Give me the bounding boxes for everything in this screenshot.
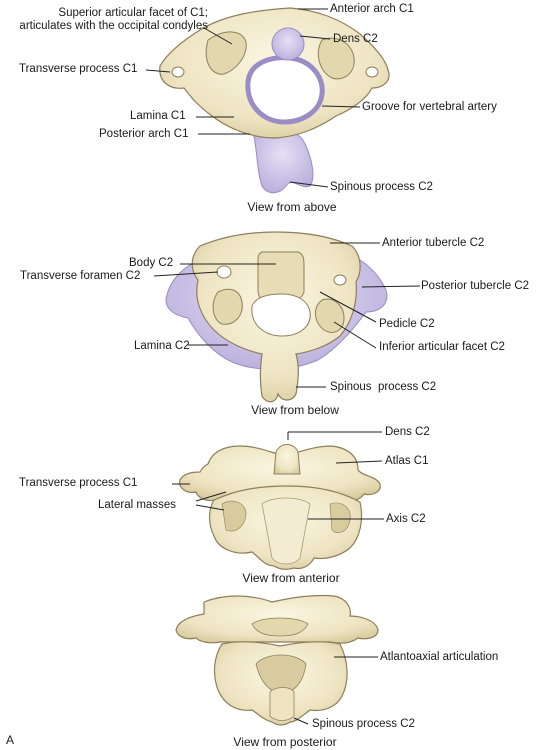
label-atlas-c1: Atlas C1 <box>385 455 429 467</box>
vertebral-foramen-below <box>251 293 311 337</box>
label-anterior-arch-c1: Anterior arch C1 <box>330 3 414 15</box>
label-transverse-foramen-c2: Transverse foramen C2 <box>20 270 141 282</box>
label-superior-articular-facet-line1: Superior articular facet of C1; <box>58 7 208 19</box>
view-from-above-drawing <box>159 7 390 194</box>
label-posterior-arch-c1: Posterior arch C1 <box>99 128 189 140</box>
superior-articular-facet-right <box>317 37 355 80</box>
caption-view-from-above: View from above <box>247 200 337 214</box>
label-atlantoaxial-articulation: Atlantoaxial articulation <box>380 651 499 663</box>
view-from-posterior-drawing <box>175 594 379 726</box>
view-from-below-drawing <box>165 231 388 403</box>
label-transverse-process-c1-above: Transverse process C1 <box>19 63 138 75</box>
caption-view-from-anterior: View from anterior <box>242 571 340 585</box>
spinous-process-c2-posterior <box>269 687 295 721</box>
lateral-mass-right <box>329 502 351 533</box>
label-groove-vertebral-artery: Groove for vertebral artery <box>362 101 497 113</box>
label-axis-c2: Axis C2 <box>386 513 426 525</box>
dens-anterior-shape <box>273 444 301 475</box>
label-posterior-tubercle-c2: Posterior tubercle C2 <box>421 280 530 292</box>
label-superior-articular-facet-line2: articulates with the occipital condyles <box>19 20 208 32</box>
label-anterior-tubercle-c2: Anterior tubercle C2 <box>382 237 485 249</box>
body-c2-shape <box>257 251 305 301</box>
transverse-foramen-below-right <box>333 274 347 286</box>
label-spinous-process-c2-posterior: Spinous process C2 <box>312 718 415 730</box>
caption-view-from-posterior: View from posterior <box>233 735 337 749</box>
superior-articular-facet-left <box>205 31 247 75</box>
panel-letter: A <box>6 733 15 747</box>
label-lateral-masses: Lateral masses <box>98 499 176 511</box>
label-lamina-c2: Lamina C2 <box>134 340 190 352</box>
leader-lines <box>145 8 421 725</box>
label-spinous-process-c2-above: Spinous process C2 <box>330 181 433 193</box>
vertebral-foramen <box>245 55 325 125</box>
label-dens-c2-anterior: Dens C2 <box>385 426 430 438</box>
axis-anterior-body <box>261 497 311 565</box>
posterior-arch-c1 <box>251 617 309 637</box>
label-transverse-process-c1-anterior: Transverse process C1 <box>19 477 138 489</box>
transverse-foramen-below-left <box>216 265 232 279</box>
label-lamina-c1: Lamina C1 <box>130 110 186 122</box>
label-superior-articular-facet-c1: Superior articular facet of C1; articula… <box>19 7 208 33</box>
transverse-foramen-left <box>171 66 185 78</box>
label-inferior-articular-facet-c2: Inferior articular facet C2 <box>379 341 505 353</box>
view-from-anterior-drawing <box>179 444 381 570</box>
label-body-c2: Body C2 <box>129 257 174 269</box>
caption-view-from-below: View from below <box>251 403 339 417</box>
label-spinous-process-c2-below: Spinous process C2 <box>330 381 437 393</box>
lateral-mass-left <box>221 500 247 532</box>
c2-spinous-process-shape <box>251 127 314 194</box>
label-pedicle-c2: Pedicle C2 <box>379 318 435 330</box>
inferior-articular-facet-left <box>212 288 243 325</box>
lamina-c2-posterior <box>255 654 307 695</box>
transverse-foramen-right <box>365 66 379 78</box>
label-dens-c2-above: Dens C2 <box>333 33 378 45</box>
dens-c2-shape <box>271 27 305 61</box>
